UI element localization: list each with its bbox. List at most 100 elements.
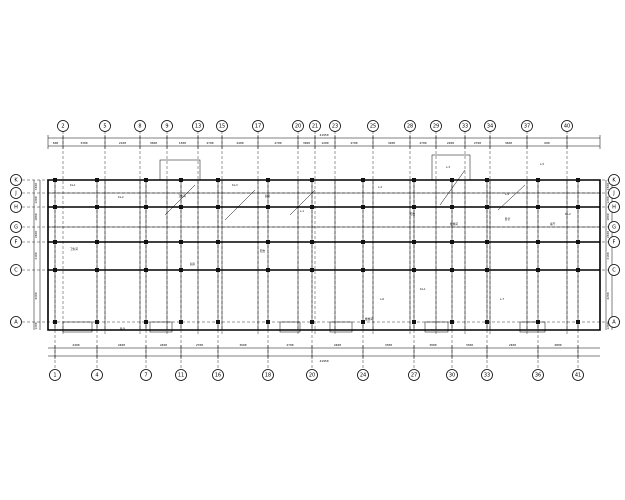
- beam-tag: KL-2: [118, 195, 124, 199]
- column: [310, 320, 314, 324]
- dim-bottom-total: 41950: [319, 359, 328, 363]
- axis-top-21: 21: [309, 120, 321, 132]
- column: [485, 205, 489, 209]
- axis-bubble-label: 1: [53, 372, 56, 378]
- axis-bubble-label: J: [14, 190, 16, 196]
- axis-top-5: 5: [99, 120, 111, 132]
- axis-bubble-circle: [212, 369, 224, 381]
- axis-bubble-circle: [572, 369, 584, 381]
- axis-top-9: 9: [161, 120, 173, 132]
- axis-bubble-label: 24: [360, 372, 366, 378]
- dim-bottom-segment: 3600: [239, 343, 246, 347]
- column: [179, 240, 183, 244]
- axis-left-F: F: [10, 236, 22, 248]
- column: [412, 320, 416, 324]
- dim-bottom-segment: 2800: [554, 343, 561, 347]
- axis-bubble-circle: [329, 120, 341, 132]
- dim-side-segment: 1200: [34, 322, 38, 329]
- column: [450, 178, 454, 182]
- axis-right-G: G: [608, 221, 620, 233]
- column: [216, 320, 220, 324]
- axis-bubble-circle: [430, 120, 442, 132]
- dim-top-segment: 3600: [505, 141, 512, 145]
- room-tag: 厨房: [190, 262, 196, 266]
- axis-bottom-1: 1: [49, 369, 61, 381]
- dim-top-segment: 3600: [150, 141, 157, 145]
- axis-bubble-circle: [262, 369, 274, 381]
- column: [450, 205, 454, 209]
- beam-tag: L-3: [446, 165, 450, 169]
- column: [95, 240, 99, 244]
- axis-bubble-label: 29: [433, 123, 439, 129]
- axis-top-20: 20: [292, 120, 304, 132]
- dim-bottom-segment: 3000: [429, 343, 436, 347]
- column: [179, 205, 183, 209]
- axis-bubble-label: 2: [61, 123, 64, 129]
- axis-bottom-18: 18: [262, 369, 274, 381]
- axis-bubble-label: 20: [295, 123, 301, 129]
- column: [361, 178, 365, 182]
- axis-bubble-label: 17: [255, 123, 261, 129]
- room-tag: 卫生间: [70, 247, 78, 251]
- axis-left-K: K: [10, 174, 22, 186]
- axis-bubble-circle: [57, 120, 69, 132]
- balcony-slab: [519, 321, 546, 333]
- axis-bubble-circle: [161, 120, 173, 132]
- axis-bubble-label: K: [612, 177, 616, 183]
- column: [412, 178, 416, 182]
- stair-bay: [431, 154, 471, 181]
- axis-bubble-circle: [10, 316, 22, 328]
- room-tag: 客厅: [550, 222, 556, 226]
- column: [266, 178, 270, 182]
- stair-diagonal: [289, 189, 316, 216]
- axis-bubble-label: 9: [165, 123, 168, 129]
- exterior-wall: [47, 179, 601, 331]
- axis-bubble-label: 18: [265, 372, 271, 378]
- axis-bottom-36: 36: [532, 369, 544, 381]
- axis-bubble-circle: [481, 369, 493, 381]
- column: [361, 240, 365, 244]
- axis-bottom-24: 24: [357, 369, 369, 381]
- room-tag: 阳台: [260, 249, 266, 253]
- dim-side-segment: 4200: [606, 292, 610, 299]
- column: [144, 240, 148, 244]
- dim-top-segment: 1500: [179, 141, 186, 145]
- dim-top-segment: 2100: [119, 141, 126, 145]
- dim-top-segment: 3200: [388, 141, 395, 145]
- column: [144, 205, 148, 209]
- beam-tag: KL-1: [420, 287, 426, 291]
- stair-diagonal: [224, 189, 256, 221]
- axis-bottom-30: 30: [446, 369, 458, 381]
- dim-bottom-segment: 2700: [196, 343, 203, 347]
- axis-top-33: 33: [459, 120, 471, 132]
- axis-bubble-circle: [608, 316, 620, 328]
- axis-bubble-label: 16: [215, 372, 221, 378]
- dim-bottom-segment: 2700: [286, 343, 293, 347]
- axis-bubble-circle: [10, 187, 22, 199]
- column: [53, 205, 57, 209]
- column: [310, 240, 314, 244]
- beam-tag: L-2: [378, 185, 382, 189]
- axis-bubble-label: 41: [575, 372, 581, 378]
- axis-bubble-circle: [10, 174, 22, 186]
- column: [144, 320, 148, 324]
- axis-left-G: G: [10, 221, 22, 233]
- column: [536, 268, 540, 272]
- dim-side-segment: 1200: [606, 322, 610, 329]
- axis-bubble-label: 8: [138, 123, 141, 129]
- stair-bay: [159, 159, 201, 181]
- axis-bubble-circle: [521, 120, 533, 132]
- column: [361, 268, 365, 272]
- column: [361, 205, 365, 209]
- dim-top-segment: 3900: [303, 141, 310, 145]
- axis-bubble-circle: [10, 221, 22, 233]
- axis-bubble-label: J: [612, 190, 614, 196]
- axis-top-17: 17: [252, 120, 264, 132]
- axis-top-29: 29: [430, 120, 442, 132]
- axis-bubble-circle: [608, 187, 620, 199]
- dim-bottom-segment: 2400: [72, 343, 79, 347]
- axis-top-40: 40: [561, 120, 573, 132]
- axis-bubble-label: G: [14, 224, 18, 230]
- column: [179, 320, 183, 324]
